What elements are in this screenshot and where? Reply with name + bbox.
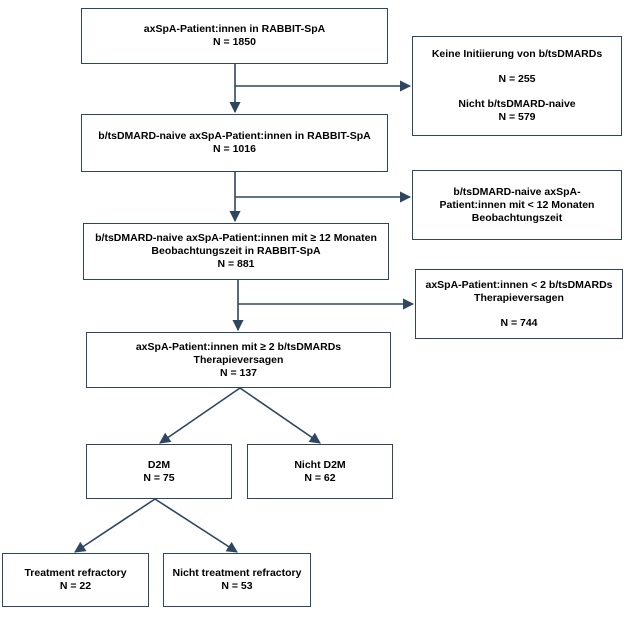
box-naive-count: N = 1016 [213,143,256,155]
box-followup-line-1: b/tsDMARD-naive axSpA-Patient:innen mit … [95,232,377,244]
box-refractory-count: N = 22 [59,580,92,592]
box-exclusion-3-line-1: axSpA-Patient:innen < 2 b/tsDMARDs [425,278,613,291]
box-exclusion-2-line-2: Patient:innen mit < 12 Monaten [439,198,595,211]
arrow-failure-to-notd2m [239,387,321,444]
box-not-refractory-label: Nicht treatment refractory [172,567,302,579]
box-refractory-label: Treatment refractory [24,567,127,579]
box-followup-line-2: Beobachtungszeit in RABBIT-SpA [151,245,321,257]
box-treatment-refractory: Treatment refractory N = 22 [2,553,149,607]
arrow-failure-to-d2m [159,387,241,444]
box-total-count: N = 1850 [213,36,256,48]
box-failure-line-1: axSpA-Patient:innen mit ≥ 2 b/tsDMARDs [135,340,342,353]
box-exclusion-2-line-3: Beobachtungszeit [471,211,563,224]
box-not-d2m-label: Nicht D2M [294,458,346,471]
box-not-d2m: Nicht D2M N = 62 [247,444,393,499]
box-followup-count: N = 881 [217,258,255,270]
box-exclusion-3-line-2: Therapieversagen [474,291,564,304]
box-exclusion-1-line-2: Nicht b/tsDMARD-naive [458,98,576,110]
box-not-refractory-count: N = 53 [221,580,253,592]
box-failure-patients: axSpA-Patient:innen mit ≥ 2 b/tsDMARDs T… [86,332,391,388]
box-failure-line-2: Therapieversagen [193,353,284,366]
box-exclusion-1-count-2: N = 579 [498,111,536,123]
arrow-d2m-to-refractory [74,498,156,553]
box-exclusion-2-line-1: b/tsDMARD-naive axSpA- [453,185,581,198]
box-not-treatment-refractory: Nicht treatment refractory N = 53 [163,553,311,607]
box-d2m: D2M N = 75 [86,444,232,499]
box-exclusion-3-count: N = 744 [500,316,538,329]
box-naive-line-1: b/tsDMARD-naive axSpA-Patient:innen in R… [98,130,371,142]
box-failure-count: N = 137 [219,366,258,379]
arrow-d2m-to-notrefractory [154,498,238,553]
box-exclusion-1-line-1: Keine Initiierung von b/tsDMARDs [431,48,603,60]
box-exclusion-1: Keine Initiierung von b/tsDMARDs N = 255… [412,36,622,136]
box-exclusion-3: axSpA-Patient:innen < 2 b/tsDMARDs Thera… [415,269,623,339]
box-total-line-1: axSpA-Patient:innen in RABBIT-SpA [143,23,326,35]
box-not-d2m-count: N = 62 [304,471,336,484]
box-exclusion-1-count-1: N = 255 [498,73,536,85]
box-naive-patients: b/tsDMARD-naive axSpA-Patient:innen in R… [81,114,388,172]
box-exclusion-2: b/tsDMARD-naive axSpA- Patient:innen mit… [412,170,622,240]
box-d2m-count: N = 75 [143,471,175,484]
box-followup-patients: b/tsDMARD-naive axSpA-Patient:innen mit … [83,223,389,280]
box-total-patients: axSpA-Patient:innen in RABBIT-SpA N = 18… [81,8,388,64]
box-d2m-label: D2M [147,458,171,471]
